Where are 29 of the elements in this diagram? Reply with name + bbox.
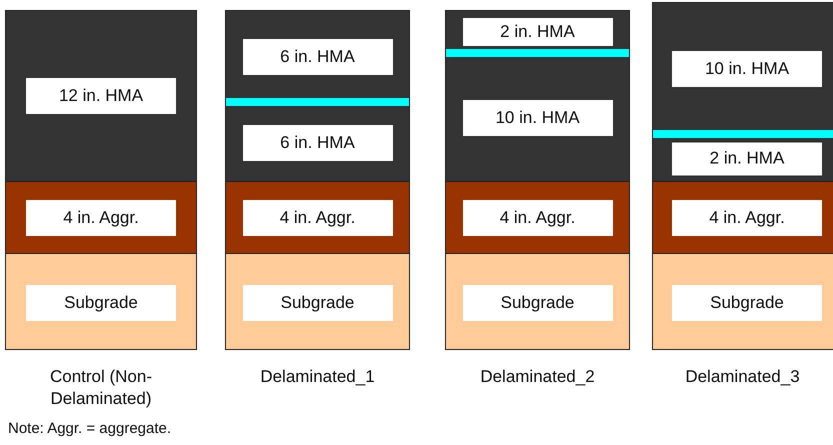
layer-label: Subgrade [242, 285, 392, 321]
layer-label: 6 in. HMA [242, 124, 392, 160]
section-caption: Control (Non-Delaminated) [48, 366, 154, 410]
section-caption: Delaminated_1 [259, 366, 376, 388]
layer-label: 4 in. Aggr. [672, 200, 822, 236]
layer-label: 4 in. Aggr. [26, 200, 176, 236]
layer-label: 10 in. HMA [462, 100, 612, 136]
layer-label: 2 in. HMA [672, 142, 822, 175]
layer-label: 4 in. Aggr. [462, 200, 612, 236]
pavement-layer [446, 253, 629, 349]
pavement-layer [653, 181, 833, 253]
layer-label: 6 in. HMA [242, 38, 392, 74]
pavement-layer [6, 11, 196, 181]
section-caption: Delaminated_2 [479, 366, 596, 388]
pavement-layer [226, 181, 409, 253]
pavement-layer [653, 253, 833, 349]
pavement-layer [446, 181, 629, 253]
layer-label: Subgrade [462, 285, 612, 321]
pavement-layer [6, 253, 196, 349]
layer-label: 12 in. HMA [26, 78, 176, 114]
layer-label: 10 in. HMA [672, 50, 822, 86]
pavement-layer [6, 181, 196, 253]
note-text: Note: Aggr. = aggregate. [8, 420, 172, 437]
section-caption: Delaminated_3 [684, 366, 801, 388]
layer-label: 2 in. HMA [462, 18, 612, 46]
layer-label: Subgrade [26, 285, 176, 321]
pavement-layer [226, 253, 409, 349]
layer-label: 4 in. Aggr. [242, 200, 392, 236]
layer-label: Subgrade [672, 285, 822, 321]
